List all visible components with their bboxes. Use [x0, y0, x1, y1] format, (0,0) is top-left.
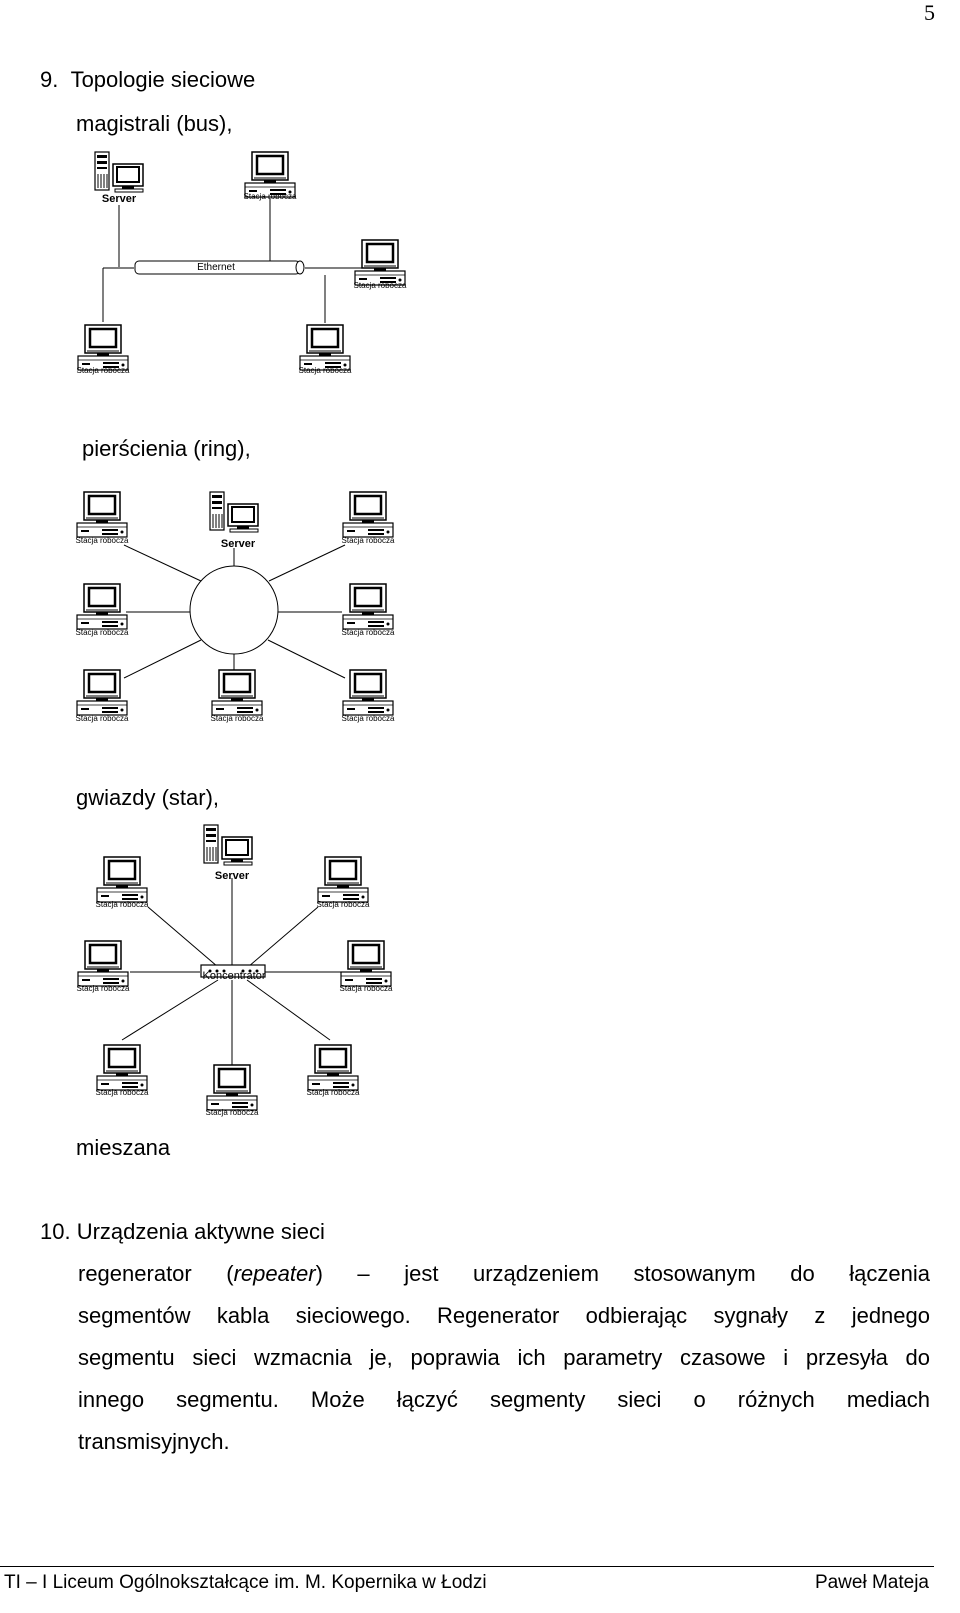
- bus-server: Server: [94, 151, 144, 205]
- page-number: 5: [924, 0, 935, 25]
- ring-topology-diagram: Server Stacja robocza Stacja robocza Sta…: [76, 490, 395, 723]
- bus-topology-label: magistrali (bus),: [76, 111, 233, 136]
- ring-topology-label: pierścienia (ring),: [82, 436, 251, 461]
- workstation-label: Stacja robocza: [317, 900, 370, 909]
- footer-divider: [0, 1566, 934, 1567]
- workstation-label: Stacja robocza: [76, 536, 129, 545]
- workstation-label: Stacja robocza: [299, 366, 352, 375]
- star-workstation: Stacja robocza: [96, 1043, 149, 1097]
- star-workstation: Stacja robocza: [307, 1043, 360, 1097]
- mixed-topology-label: mieszana: [76, 1135, 171, 1160]
- ring-workstation: Stacja robocza: [76, 490, 129, 545]
- repeater-paragraph: regenerator (repeater) – jest urządzenie…: [78, 1253, 930, 1463]
- footer-author: Paweł Mateja: [814, 1572, 929, 1593]
- hub-label: Koncentrator: [203, 970, 266, 982]
- ring-workstation: Stacja robocza: [211, 668, 264, 723]
- ring-workstation: Stacja robocza: [76, 668, 129, 723]
- bus-workstation: Stacja robocza: [77, 323, 130, 375]
- server-label: Server: [102, 193, 137, 205]
- star-workstation: Stacja robocza: [96, 855, 149, 909]
- footer-school: TI – I Liceum Ogólnokształcące im. M. Ko…: [4, 1572, 487, 1593]
- star-workstation: Stacja robocza: [77, 939, 130, 993]
- ring-workstation: Stacja robocza: [342, 490, 395, 545]
- bus-workstation: Stacja robocza: [354, 238, 407, 290]
- star-hub: Koncentrator: [200, 964, 266, 982]
- workstation-label: Stacja robocza: [77, 366, 130, 375]
- workstation-label: Stacja robocza: [96, 1088, 149, 1097]
- workstation-label: Stacja robocza: [307, 1088, 360, 1097]
- workstation-label: Stacja robocza: [77, 984, 130, 993]
- server-label: Server: [221, 538, 256, 550]
- star-workstation: Stacja robocza: [317, 855, 370, 909]
- workstation-label: Stacja robocza: [342, 536, 395, 545]
- ethernet-cable: Ethernet: [134, 260, 305, 275]
- workstation-label: Stacja robocza: [76, 628, 129, 637]
- workstation-label: Stacja robocza: [354, 281, 407, 290]
- workstation-label: Stacja robocza: [96, 900, 149, 909]
- workstation-label: Stacja robocza: [340, 984, 393, 993]
- ring-workstation: Stacja robocza: [342, 582, 395, 637]
- bus-workstation: Stacja robocza: [299, 323, 352, 375]
- paragraph-line: segmentu sieci wzmacnia je, poprawia ich…: [78, 1345, 930, 1370]
- paragraph-line: innego segmentu. Może łączyć segmenty si…: [78, 1387, 930, 1412]
- star-topology-diagram: Koncentrator Server Stacja robocza Stacj…: [77, 824, 393, 1117]
- ring-server: Server: [209, 491, 259, 550]
- workstation-label: Stacja robocza: [342, 714, 395, 723]
- star-workstation: Stacja robocza: [340, 939, 393, 993]
- paragraph-line: regenerator (repeater) – jest urządzenie…: [78, 1261, 930, 1286]
- ring-workstation: Stacja robocza: [76, 582, 129, 637]
- ring-circle: [189, 565, 279, 655]
- star-server: Server: [203, 824, 253, 882]
- workstation-label: Stacja robocza: [206, 1108, 259, 1117]
- section-9-heading: 9. Topologie sieciowe: [40, 67, 256, 92]
- section-10-heading: 10. Urządzenia aktywne sieci: [40, 1219, 325, 1244]
- star-topology-label: gwiazdy (star),: [76, 785, 220, 810]
- server-label: Server: [215, 870, 250, 882]
- repeater-term: repeater: [233, 1261, 316, 1286]
- workstation-label: Stacja robocza: [342, 628, 395, 637]
- paragraph-line: transmisyjnych.: [78, 1429, 230, 1454]
- star-workstation: Stacja robocza: [206, 1063, 259, 1117]
- paragraph-line: segmentów kabla sieciowego. Regenerator …: [78, 1303, 930, 1328]
- workstation-label: Stacja robocza: [76, 714, 129, 723]
- ethernet-label: Ethernet: [197, 262, 235, 273]
- workstation-label: Stacja robocza: [244, 192, 297, 201]
- ring-workstation: Stacja robocza: [342, 668, 395, 723]
- bus-workstation: Stacja robocza: [244, 150, 297, 201]
- workstation-label: Stacja robocza: [211, 714, 264, 723]
- bus-topology-diagram: Ethernet Server Stacja robocza Stacja ro…: [77, 150, 407, 375]
